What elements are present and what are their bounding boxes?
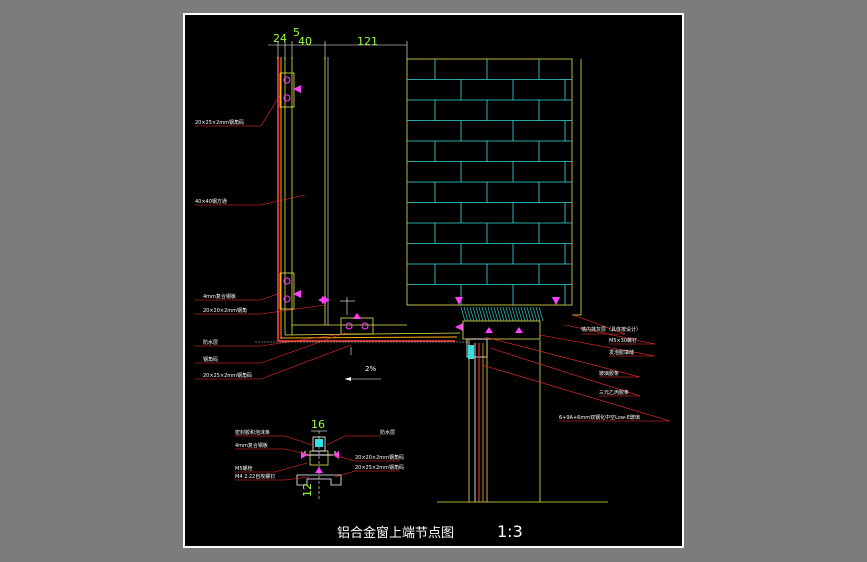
label-steel-angle-mid: 20×20×2mm钢角	[203, 307, 247, 314]
dim-text: 24 5 40 121	[273, 26, 378, 48]
foam-hatch-line	[499, 306, 505, 322]
angle-bracket-top	[279, 72, 301, 108]
dim-121: 121	[357, 35, 378, 48]
label-steel-tube: 40×40钢方通	[195, 198, 227, 205]
fixing-detail: 16 12 密封胶和泡沫条 4mm复合钢板 防水层 20×20×2mm钢角码 2…	[235, 418, 404, 501]
label-detail-sealant: 密封胶和泡沫条	[235, 429, 270, 436]
foam-hatch-line	[496, 306, 502, 322]
label-waterproof: 防水层	[203, 339, 218, 346]
foam-hatch-line	[511, 306, 517, 322]
dim-5: 5	[293, 26, 300, 39]
foam-hatch-line	[523, 306, 529, 322]
label-bolt-right: M5×30螺钉	[609, 337, 637, 344]
foam-hatch-line	[535, 306, 541, 322]
label-steel-angle-code: 钢角码	[203, 356, 218, 363]
label-detail-bolt: M5螺栓	[235, 465, 253, 472]
dim-24: 24	[273, 32, 287, 45]
brick-wall	[406, 58, 573, 306]
aluminium-window-frame	[462, 320, 541, 502]
foam-hatch-line	[469, 306, 475, 322]
label-detail-waterproof: 防水层	[380, 429, 395, 436]
foam-hatch-line	[526, 306, 532, 322]
foam-hatch-line	[538, 306, 544, 322]
foam-hatch-line	[493, 306, 499, 322]
drawing-scale: 1:3	[497, 522, 523, 541]
angle-bracket-bottom	[279, 272, 301, 310]
foam-hatch-line	[475, 306, 481, 322]
foam-hatch-line	[490, 306, 496, 322]
label-detail-screw: M4 2.22自攻螺钉	[235, 473, 275, 480]
label-steel-angle-low: 20×25×2mm钢角码	[203, 372, 252, 379]
slope-text: 2%	[365, 365, 376, 373]
foam-hatch-line	[517, 306, 523, 322]
label-detail-angle-b: 20×25×2mm钢角码	[355, 464, 404, 471]
foam-hatch-line	[514, 306, 520, 322]
foam-hatch-line	[532, 306, 538, 322]
dim-16: 16	[311, 418, 325, 431]
foam-hatch-line	[505, 306, 511, 322]
bolt-bracket-sill	[318, 296, 374, 335]
label-glass-strip: 玻璃胶条	[599, 370, 619, 377]
foam-hatch-line	[502, 306, 508, 322]
leader-lines	[195, 94, 671, 422]
foam-hatch-line	[529, 306, 535, 322]
foam-hatch-line	[520, 306, 526, 322]
dim-40: 40	[298, 35, 312, 48]
cad-drawing-frame: 24 5 40 121 2% 20×25×2mm钢角码 40×40钢方通 4mm…	[183, 13, 684, 548]
label-sealant-right: 发泡胶填缝	[609, 349, 634, 356]
steel-tube-frame	[277, 57, 461, 342]
foam-hatch-line	[466, 306, 472, 322]
foam-hatch-line	[508, 306, 514, 322]
foam-hatch-line	[484, 306, 490, 322]
label-composite-board: 4mm复合钢板	[203, 293, 236, 300]
drawing-title: 铝合金窗上端节点图	[337, 525, 454, 541]
label-detail-board: 4mm复合钢板	[235, 442, 268, 449]
label-epdm: 三元乙丙胶条	[599, 389, 629, 396]
dimension-lines	[268, 41, 408, 355]
foam-sealant-hatch	[460, 306, 544, 322]
window-node-drawing: 24 5 40 121 2% 20×25×2mm钢角码 40×40钢方通 4mm…	[195, 26, 671, 541]
foam-hatch-line	[463, 306, 469, 322]
slope-arrow: 2%	[345, 365, 381, 381]
label-detail-angle-a: 20×20×2mm钢角码	[355, 454, 404, 461]
label-steel-angle-top: 20×25×2mm钢角码	[195, 119, 244, 126]
label-glass: 6+9A+6mm双钢化中空Low-E玻璃	[559, 414, 640, 421]
foam-hatch-line	[460, 306, 466, 322]
foam-hatch-line	[481, 306, 487, 322]
label-plaster: 墙内抹灰层（具体按设计）	[581, 326, 641, 333]
foam-hatch-line	[487, 306, 493, 322]
foam-hatch-line	[472, 306, 478, 322]
dim-12: 12	[301, 483, 314, 497]
foam-hatch-line	[478, 306, 484, 322]
callout-labels: 20×25×2mm钢角码 40×40钢方通 4mm复合钢板 20×20×2mm钢…	[195, 119, 641, 421]
sill-end-arrows	[455, 297, 560, 333]
